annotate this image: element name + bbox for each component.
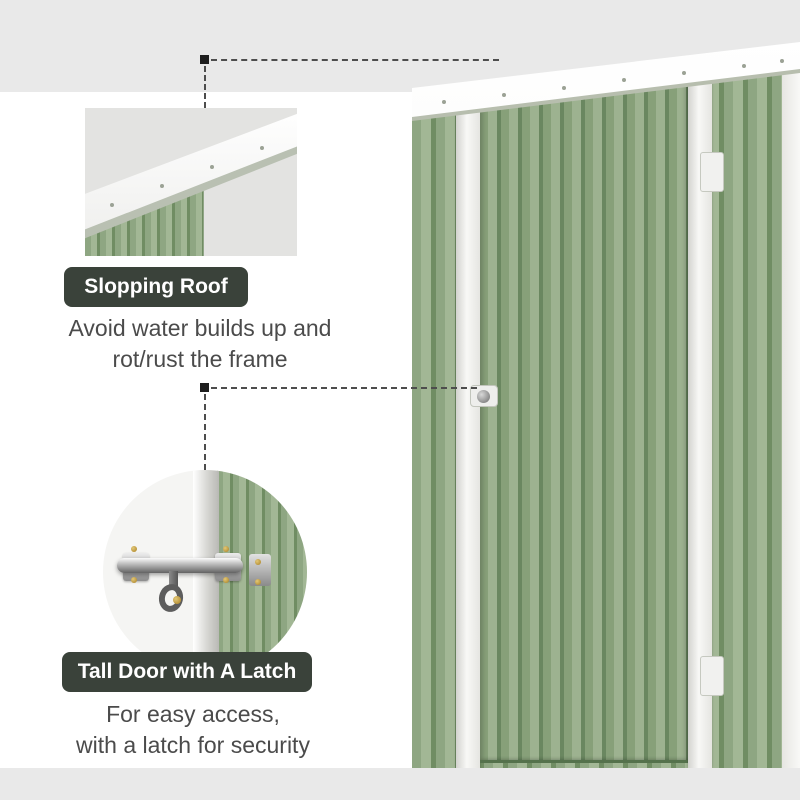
roof-screw: [780, 59, 784, 63]
roof-detail-photo: [85, 108, 297, 256]
latch-callout-badge-label: Tall Door with A Latch: [77, 660, 297, 683]
door-frame-left: [456, 72, 480, 768]
latch-callout-description: For easy access, with a latch for securi…: [10, 699, 376, 761]
roof-screw: [502, 93, 506, 97]
roof-callout-badge-label: Slopping Roof: [84, 275, 228, 298]
shed-corner-trim: [782, 72, 800, 768]
door-latch-handle: [470, 385, 498, 407]
roof-screw: [742, 64, 746, 68]
latch-callout-line1: For easy access,: [106, 701, 280, 727]
brass-screw: [223, 546, 229, 552]
latch-callout-badge: Tall Door with A Latch: [62, 652, 312, 692]
door-hinge-bottom: [700, 656, 724, 696]
roof-screw: [160, 184, 164, 188]
latch-bolt-bar: [117, 558, 243, 573]
roof-callout-description: Avoid water builds up and rot/rust the f…: [20, 313, 380, 375]
dashed-line-latch-vertical: [204, 394, 206, 470]
connector-marker-roof: [200, 55, 209, 64]
latch-callout-line2: with a latch for security: [76, 732, 310, 758]
roof-callout-line1: Avoid water builds up and: [68, 315, 332, 341]
latch-catch-plate: [249, 554, 271, 586]
latch-hasp-stem: [169, 571, 178, 588]
door-hinge-top: [700, 152, 724, 192]
roof-screw: [210, 165, 214, 169]
roof-screw: [622, 78, 626, 82]
background-band-bottom: [0, 768, 800, 800]
brass-screw: [255, 579, 261, 585]
roof-screw: [442, 100, 446, 104]
dashed-line-roof-vertical: [204, 66, 206, 108]
dashed-line-latch-horizontal: [211, 387, 477, 389]
connector-marker-latch: [200, 383, 209, 392]
roof-callout-line2: rot/rust the frame: [112, 346, 288, 372]
roof-screw: [110, 203, 114, 207]
roof-screw: [682, 71, 686, 75]
brass-screw: [131, 546, 137, 552]
roof-screw: [260, 146, 264, 150]
roof-callout-badge: Slopping Roof: [64, 267, 248, 307]
brass-fitting: [173, 596, 181, 604]
dashed-line-roof-horizontal: [211, 59, 499, 61]
latch-hasp-ring: [156, 581, 186, 615]
brass-screw: [131, 577, 137, 583]
brass-screw: [223, 577, 229, 583]
latch-detail-photo: [103, 470, 307, 674]
shed-photo: [412, 40, 800, 768]
roof-screw: [562, 86, 566, 90]
shed-wall: [412, 72, 800, 768]
brass-screw: [255, 559, 261, 565]
shed-door: [480, 72, 688, 763]
door-knob: [477, 390, 490, 403]
